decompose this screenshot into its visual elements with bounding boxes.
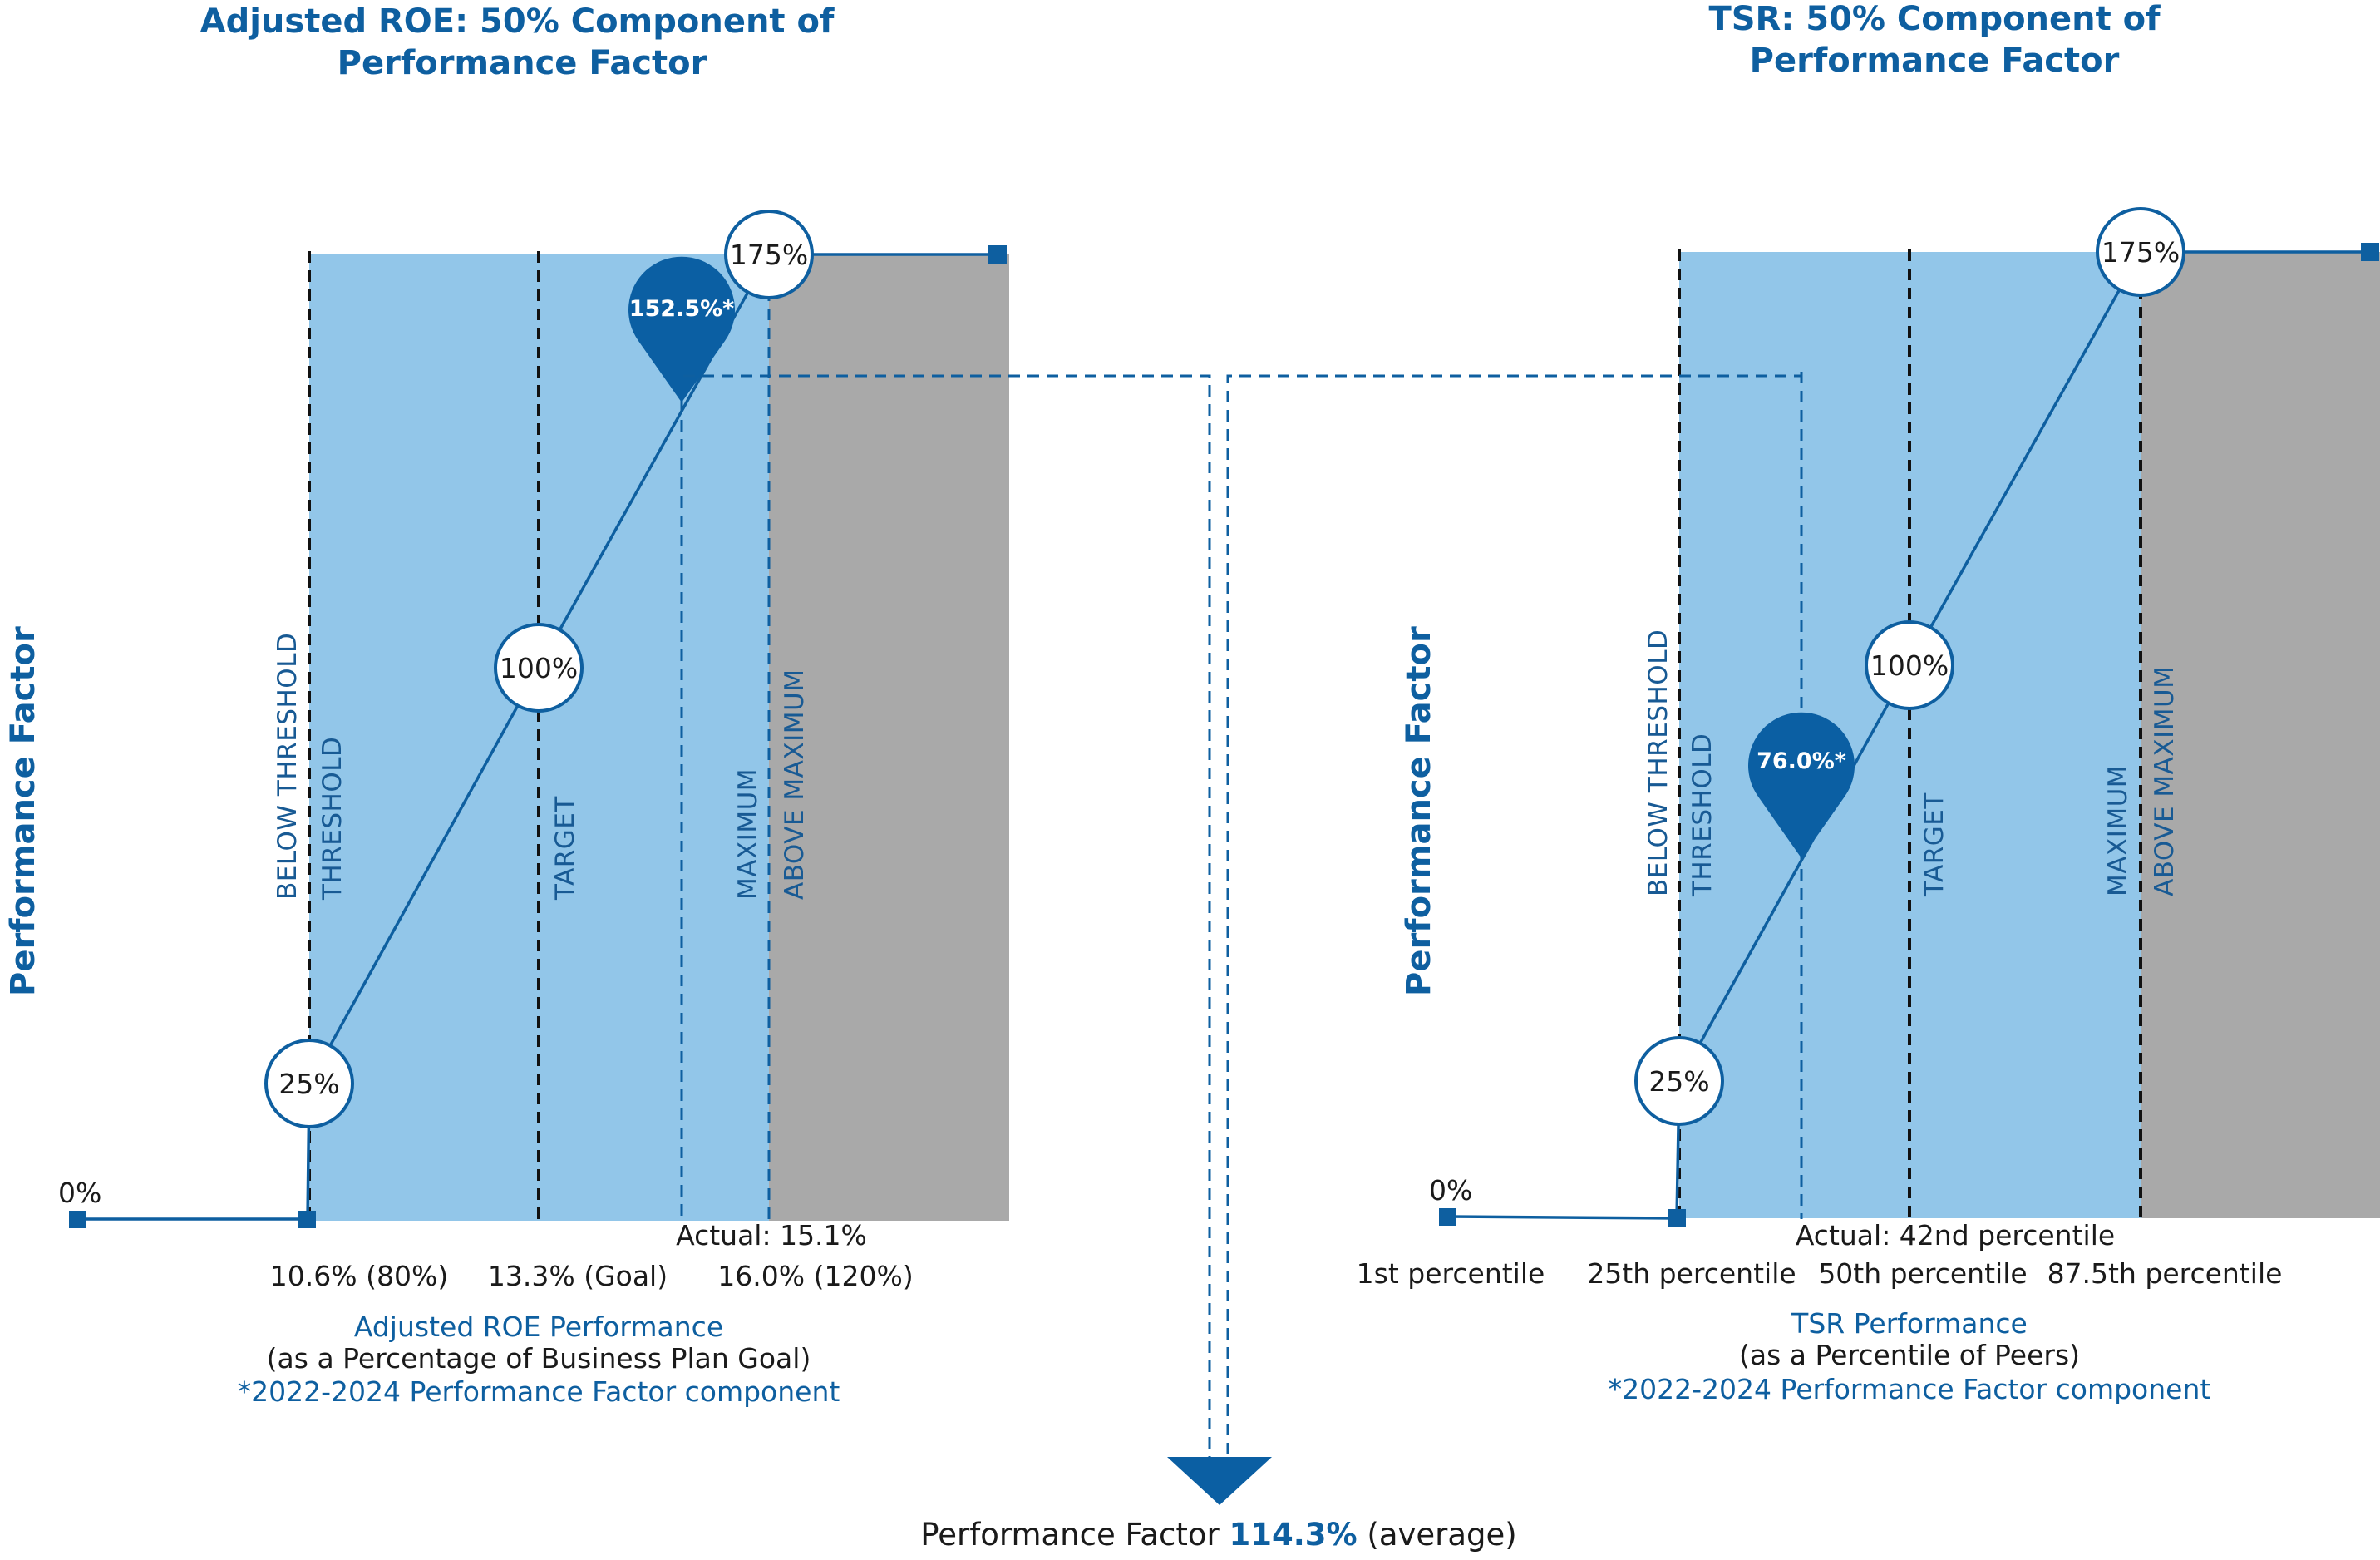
tsr-panel: BELOW THRESHOLD THRESHOLD TARGET MAXIMUM…	[1357, 0, 2380, 1405]
roe-point-100	[494, 623, 584, 713]
roe-chart-title: Performance Factor	[338, 44, 707, 82]
tsr-origin-marker	[1439, 1208, 1456, 1226]
roe-zone-label-target: TARGET	[550, 796, 580, 901]
tsr-point-25	[1634, 1036, 1724, 1126]
roe-point-175-label: 175%	[730, 239, 808, 271]
tsr-point-100-label: 100%	[1870, 649, 1949, 682]
tsr-actual-pin-label: 76.0%*	[1757, 748, 1846, 774]
roe-y-axis-label: Performance Factor	[4, 626, 42, 996]
tsr-x-axis-title: TSR Performance	[1791, 1307, 2028, 1340]
tsr-above-max-zone	[2141, 252, 2380, 1218]
average-arrow-icon	[1167, 1457, 1272, 1505]
roe-origin-marker	[69, 1211, 86, 1228]
tsr-point-175	[2096, 207, 2185, 297]
tsr-chart-title: TSR: 50% Component of	[1708, 0, 2161, 38]
result-suffix: (average)	[1358, 1517, 1517, 1553]
roe-tick-label: 16.0% (120%)	[717, 1260, 913, 1292]
tsr-zone-label-above-maximum: ABOVE MAXIMUM	[2150, 666, 2180, 896]
tsr-connector-line	[1226, 372, 1803, 1462]
tsr-zone-label-maximum: MAXIMUM	[2103, 765, 2133, 896]
tsr-threshold-marker	[1668, 1209, 1686, 1227]
roe-actual-pin	[628, 256, 735, 402]
tsr-actual-pin	[1748, 712, 1855, 858]
roe-x-axis-title: Adjusted ROE Performance	[354, 1311, 723, 1343]
roe-x-axis-subtitle: (as a Percentage of Business Plan Goal)	[267, 1342, 811, 1375]
tsr-tick-label: 25th percentile	[1587, 1257, 1796, 1290]
tsr-origin-label: 0%	[1429, 1174, 1472, 1207]
tsr-zone-label-below-threshold: BELOW THRESHOLD	[1643, 629, 1673, 896]
roe-actual-pin-label: 152.5%*	[629, 296, 735, 322]
roe-tick-label: 13.3% (Goal)	[488, 1260, 668, 1292]
roe-above-max-zone	[769, 254, 1009, 1221]
tsr-tick-label: 50th percentile	[1818, 1257, 2027, 1290]
roe-point-25	[264, 1039, 354, 1128]
roe-zone-label-below-threshold: BELOW THRESHOLD	[273, 633, 303, 900]
tsr-actual-text: Actual: 42nd percentile	[1796, 1219, 2115, 1251]
tsr-chart-title: Performance Factor	[1750, 42, 2120, 80]
roe-footnote: *2022-2024 Performance Factor component	[238, 1375, 840, 1408]
tsr-x-axis-subtitle: (as a Percentile of Peers)	[1739, 1339, 2080, 1371]
roe-chart-title: Adjusted ROE: 50% Component of	[200, 2, 835, 41]
tsr-zone-label-target: TARGET	[1919, 792, 1949, 897]
performance-factor-result: Performance Factor 114.3% (average)	[920, 1517, 1516, 1553]
tsr-tick-label: 87.5th percentile	[2047, 1257, 2283, 1290]
tsr-point-100	[1865, 620, 1954, 710]
tsr-tick-label: 1st percentile	[1357, 1257, 1545, 1290]
roe-point-175	[724, 210, 814, 299]
tsr-y-axis-label: Performance Factor	[1400, 626, 1438, 996]
roe-point-100-label: 100%	[500, 652, 578, 684]
roe-zone-label-threshold: THRESHOLD	[318, 737, 347, 901]
tsr-point-175-label: 175%	[2102, 236, 2180, 269]
roe-end-marker	[988, 245, 1007, 264]
roe-threshold-marker	[298, 1211, 316, 1228]
roe-actual-text: Actual: 15.1%	[676, 1219, 867, 1251]
roe-panel: BELOW THRESHOLD THRESHOLD TARGET MAXIMUM…	[4, 2, 1009, 1408]
tsr-point-25-label: 25%	[1648, 1065, 1709, 1098]
result-prefix: Performance Factor	[920, 1517, 1229, 1553]
average-connector	[683, 372, 1803, 1505]
roe-connector-line	[683, 374, 1211, 1462]
tsr-zone-label-threshold: THRESHOLD	[1688, 733, 1717, 897]
tsr-end-marker	[2361, 243, 2379, 261]
tsr-footnote: *2022-2024 Performance Factor component	[1609, 1373, 2211, 1405]
roe-point-25-label: 25%	[278, 1068, 339, 1100]
roe-origin-label: 0%	[58, 1177, 101, 1209]
result-value: 114.3%	[1229, 1517, 1358, 1553]
roe-tick-label: 10.6% (80%)	[270, 1260, 448, 1292]
roe-zone-label-above-maximum: ABOVE MAXIMUM	[780, 669, 810, 900]
roe-zone-label-maximum: MAXIMUM	[733, 768, 763, 900]
